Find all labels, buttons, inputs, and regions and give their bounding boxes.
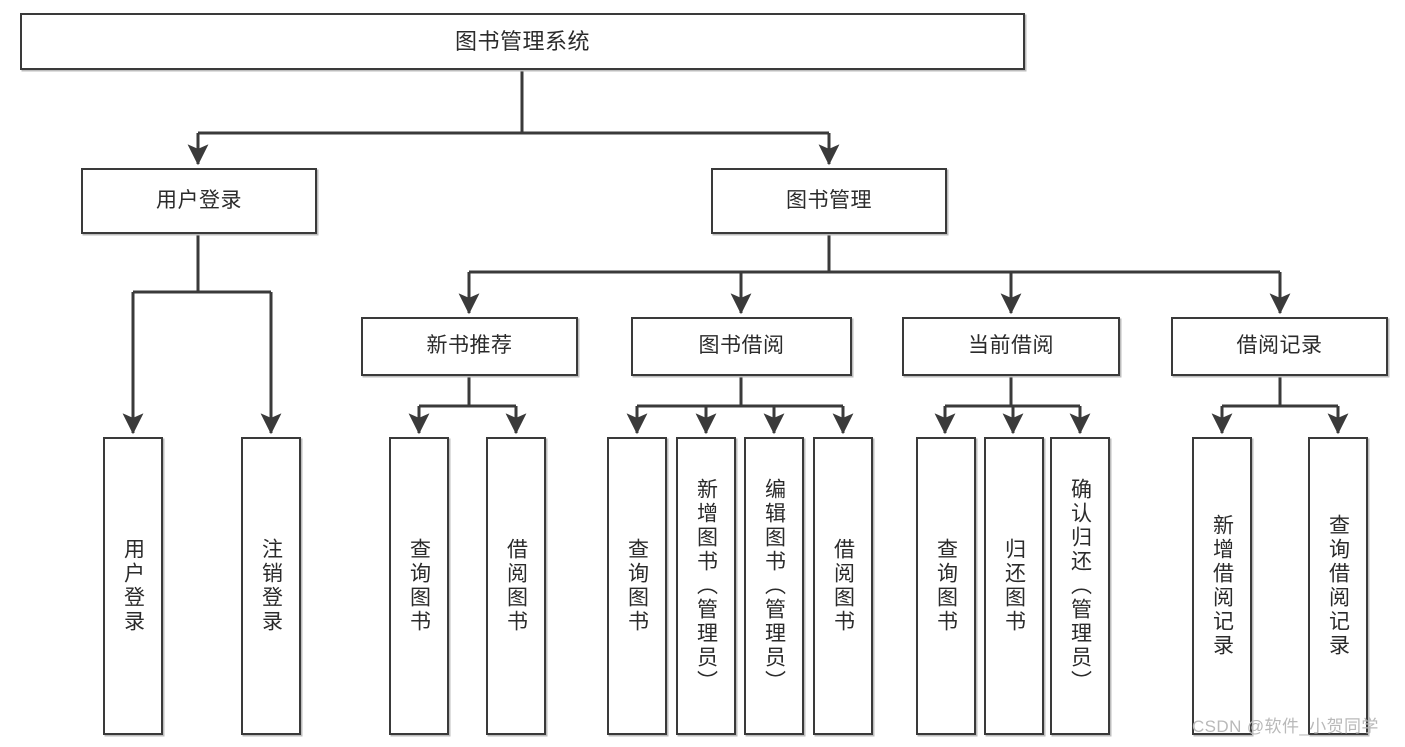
- node-new-book-recommend[interactable]: 新书推荐: [361, 317, 578, 376]
- node-label: 图书借阅: [698, 334, 785, 358]
- node-label: 确认归还（管理员）: [1068, 478, 1092, 694]
- node-root-book-management-system[interactable]: 图书管理系统: [20, 13, 1025, 70]
- node-current-borrow[interactable]: 当前借阅: [902, 317, 1120, 376]
- node-label: 注销登录: [259, 538, 283, 634]
- node-label: 新增借阅记录: [1210, 514, 1234, 658]
- node-label: 新书推荐: [426, 334, 513, 358]
- node-label: 查询图书: [934, 538, 958, 634]
- node-label: 当前借阅: [968, 334, 1054, 358]
- leaf-query-book-current[interactable]: 查询图书: [916, 437, 976, 735]
- leaf-user-login[interactable]: 用户登录: [103, 437, 163, 735]
- node-label: 编辑图书（管理员）: [762, 478, 786, 694]
- node-borrow-records[interactable]: 借阅记录: [1171, 317, 1388, 376]
- leaf-edit-book-admin[interactable]: 编辑图书（管理员）: [744, 437, 804, 735]
- node-label: 用户登录: [156, 188, 242, 212]
- leaf-query-borrow-record[interactable]: 查询借阅记录: [1308, 437, 1368, 735]
- leaf-return-book[interactable]: 归还图书: [984, 437, 1044, 735]
- leaf-borrow-book-recommend[interactable]: 借阅图书: [486, 437, 546, 735]
- csdn-watermark: CSDN @软件_小贺同学: [1192, 717, 1379, 736]
- node-book-management[interactable]: 图书管理: [711, 168, 947, 234]
- leaf-logout[interactable]: 注销登录: [241, 437, 301, 735]
- leaf-query-book-borrow[interactable]: 查询图书: [607, 437, 667, 735]
- node-label: 图书管理: [786, 188, 872, 212]
- node-label: 新增图书（管理员）: [694, 478, 718, 694]
- node-label: 借阅图书: [504, 538, 528, 634]
- node-label: 归还图书: [1002, 538, 1026, 634]
- node-label: 用户登录: [121, 538, 145, 634]
- node-label: 借阅图书: [831, 538, 855, 634]
- leaf-borrow-book[interactable]: 借阅图书: [813, 437, 873, 735]
- node-label: 查询借阅记录: [1326, 514, 1350, 658]
- leaf-add-borrow-record[interactable]: 新增借阅记录: [1192, 437, 1252, 735]
- node-book-borrow[interactable]: 图书借阅: [631, 317, 852, 376]
- node-label: 查询图书: [407, 538, 431, 634]
- leaf-confirm-return-admin[interactable]: 确认归还（管理员）: [1050, 437, 1110, 735]
- node-label: 借阅记录: [1236, 334, 1323, 358]
- leaf-query-book-recommend[interactable]: 查询图书: [389, 437, 449, 735]
- node-label: 图书管理系统: [454, 28, 590, 54]
- node-label: 查询图书: [625, 538, 649, 634]
- node-user-login[interactable]: 用户登录: [81, 168, 317, 234]
- leaf-add-book-admin[interactable]: 新增图书（管理员）: [676, 437, 736, 735]
